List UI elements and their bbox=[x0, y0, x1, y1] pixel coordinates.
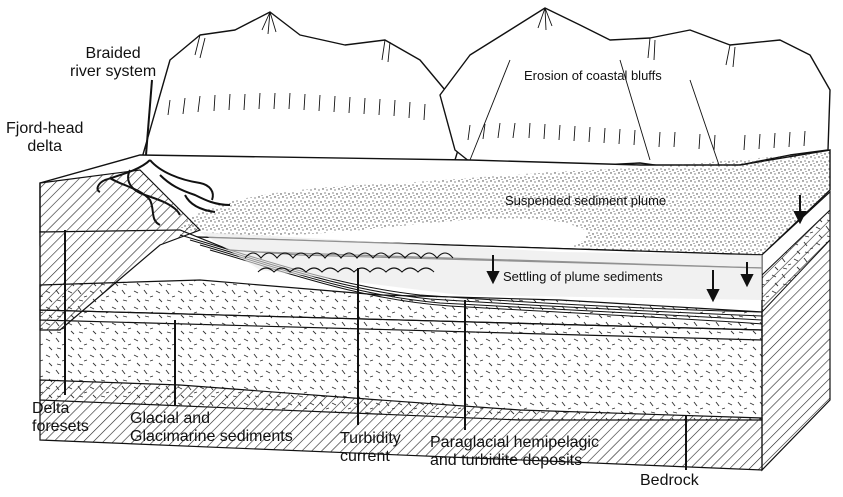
label-braided-line2: river system bbox=[70, 63, 156, 81]
label-braided-line1: Braided bbox=[70, 45, 156, 63]
label-bedrock: Bedrock bbox=[640, 472, 699, 490]
label-glacial-line1: Glacial and bbox=[130, 410, 293, 428]
label-fjord-line2: delta bbox=[6, 138, 83, 156]
label-paraglacial-deposits: Paraglacial hemipelagic and turbidite de… bbox=[430, 434, 599, 470]
label-fjord-head-delta: Fjord-head delta bbox=[6, 120, 83, 156]
label-erosion-coastal-bluffs: Erosion of coastal bluffs bbox=[524, 68, 662, 83]
label-delta-foresets: Delta foresets bbox=[32, 400, 89, 436]
label-braided-river-system: Braided river system bbox=[70, 45, 156, 81]
label-turbidity-line2: current bbox=[340, 448, 401, 466]
label-turbidity-current: Turbidity current bbox=[340, 430, 401, 466]
label-paraglacial-line1: Paraglacial hemipelagic bbox=[430, 434, 599, 452]
label-suspended-sediment-plume: Suspended sediment plume bbox=[505, 193, 666, 208]
label-settling-plume-sediments: Settling of plume sediments bbox=[503, 269, 663, 284]
label-glacial-sediments: Glacial and Glacimarine sediments bbox=[130, 410, 293, 446]
label-paraglacial-line2: and turbidite deposits bbox=[430, 452, 599, 470]
label-delta-line2: foresets bbox=[32, 418, 89, 436]
label-fjord-line1: Fjord-head bbox=[6, 120, 83, 138]
label-turbidity-line1: Turbidity bbox=[340, 430, 401, 448]
label-delta-line1: Delta bbox=[32, 400, 89, 418]
mountains bbox=[140, 8, 830, 170]
label-glacial-line2: Glacimarine sediments bbox=[130, 428, 293, 446]
